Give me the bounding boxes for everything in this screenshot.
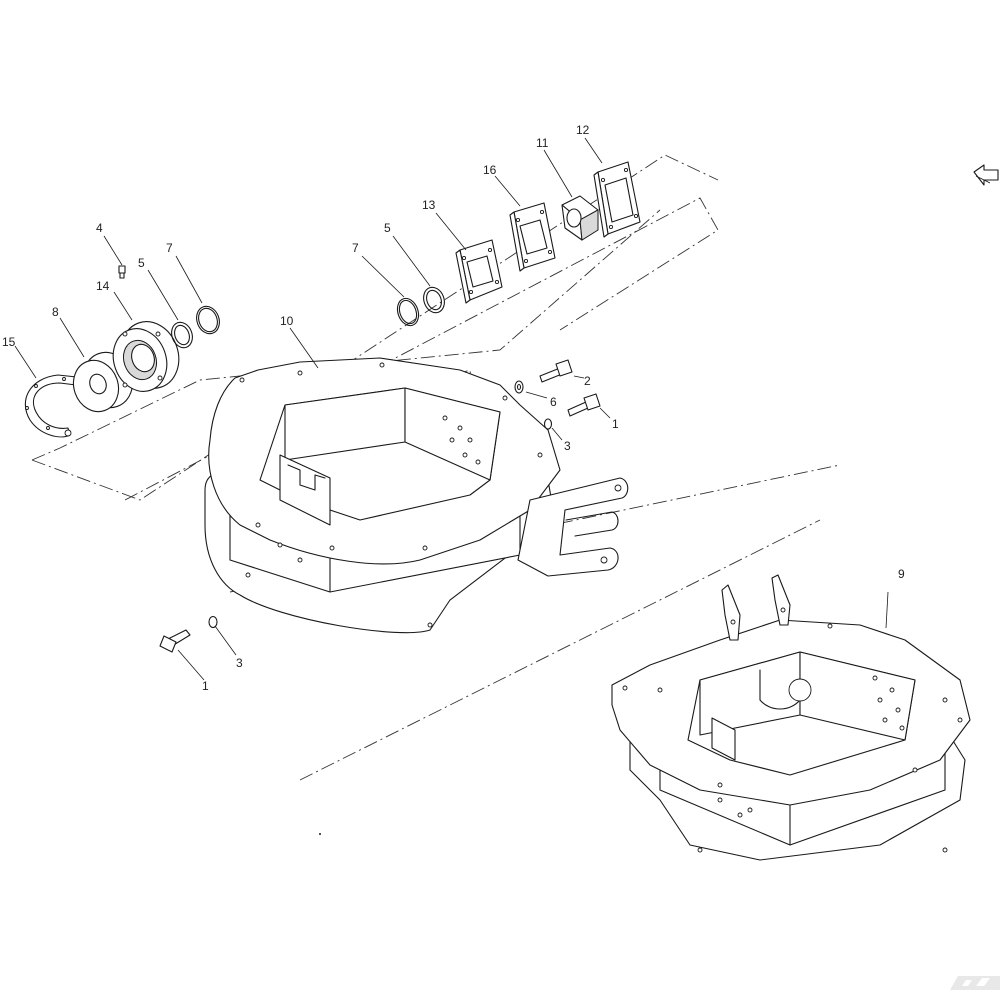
part-1-bolt-lower xyxy=(159,629,191,653)
callout-5-left: 5 xyxy=(138,256,145,270)
stray-dot xyxy=(319,833,321,835)
kramp-logo-icon xyxy=(950,976,1000,990)
part-4-grease-nipple xyxy=(118,265,126,279)
callout-13: 13 xyxy=(422,198,436,212)
callout-7-upper: 7 xyxy=(352,241,359,255)
callout-leader-lines xyxy=(14,137,889,681)
callout-1-upper: 1 xyxy=(612,417,619,431)
part-2-bolt xyxy=(539,359,573,383)
callout-3-lower: 3 xyxy=(236,656,243,670)
callout-3-upper: 3 xyxy=(564,439,571,453)
part-10-main-frame xyxy=(204,357,629,634)
callout-2: 2 xyxy=(584,374,591,388)
callout-11: 11 xyxy=(536,136,549,150)
callout-labels: 4 14 5 7 8 15 10 7 5 13 16 11 12 2 6 1 3… xyxy=(2,123,905,693)
callout-6: 6 xyxy=(550,395,557,409)
part-5-o-ring-left xyxy=(171,321,193,349)
part-12-flange-plate xyxy=(593,161,641,238)
callout-15: 15 xyxy=(2,335,16,349)
part-11-bearing-block xyxy=(561,195,599,241)
part-6-washer xyxy=(514,380,524,394)
part-9-assembled-frame xyxy=(611,574,971,861)
part-7-seal-ring-left xyxy=(196,305,220,335)
part-5-o-ring-upper xyxy=(423,286,445,314)
view-direction-arrow-icon xyxy=(973,164,999,186)
callout-10: 10 xyxy=(280,314,294,328)
callout-5-upper: 5 xyxy=(384,221,391,235)
part-15-retaining-ring xyxy=(24,374,87,438)
part-13-flange-plate xyxy=(455,239,503,304)
callout-16: 16 xyxy=(483,163,497,177)
callout-14: 14 xyxy=(96,279,110,293)
part-14-bearing-flange xyxy=(112,321,180,392)
callout-12: 12 xyxy=(576,123,590,137)
part-1-bolt-upper xyxy=(567,393,601,417)
part-16-flange-plate xyxy=(509,202,556,272)
callout-7-left: 7 xyxy=(166,241,173,255)
part-3-washer-upper xyxy=(543,418,553,430)
callout-9: 9 xyxy=(898,567,905,581)
callout-4: 4 xyxy=(96,221,103,235)
part-3-washer-lower xyxy=(208,615,218,629)
part-7-seal-ring-upper xyxy=(396,297,420,327)
callout-8: 8 xyxy=(52,305,59,319)
callout-1-lower: 1 xyxy=(202,679,209,693)
